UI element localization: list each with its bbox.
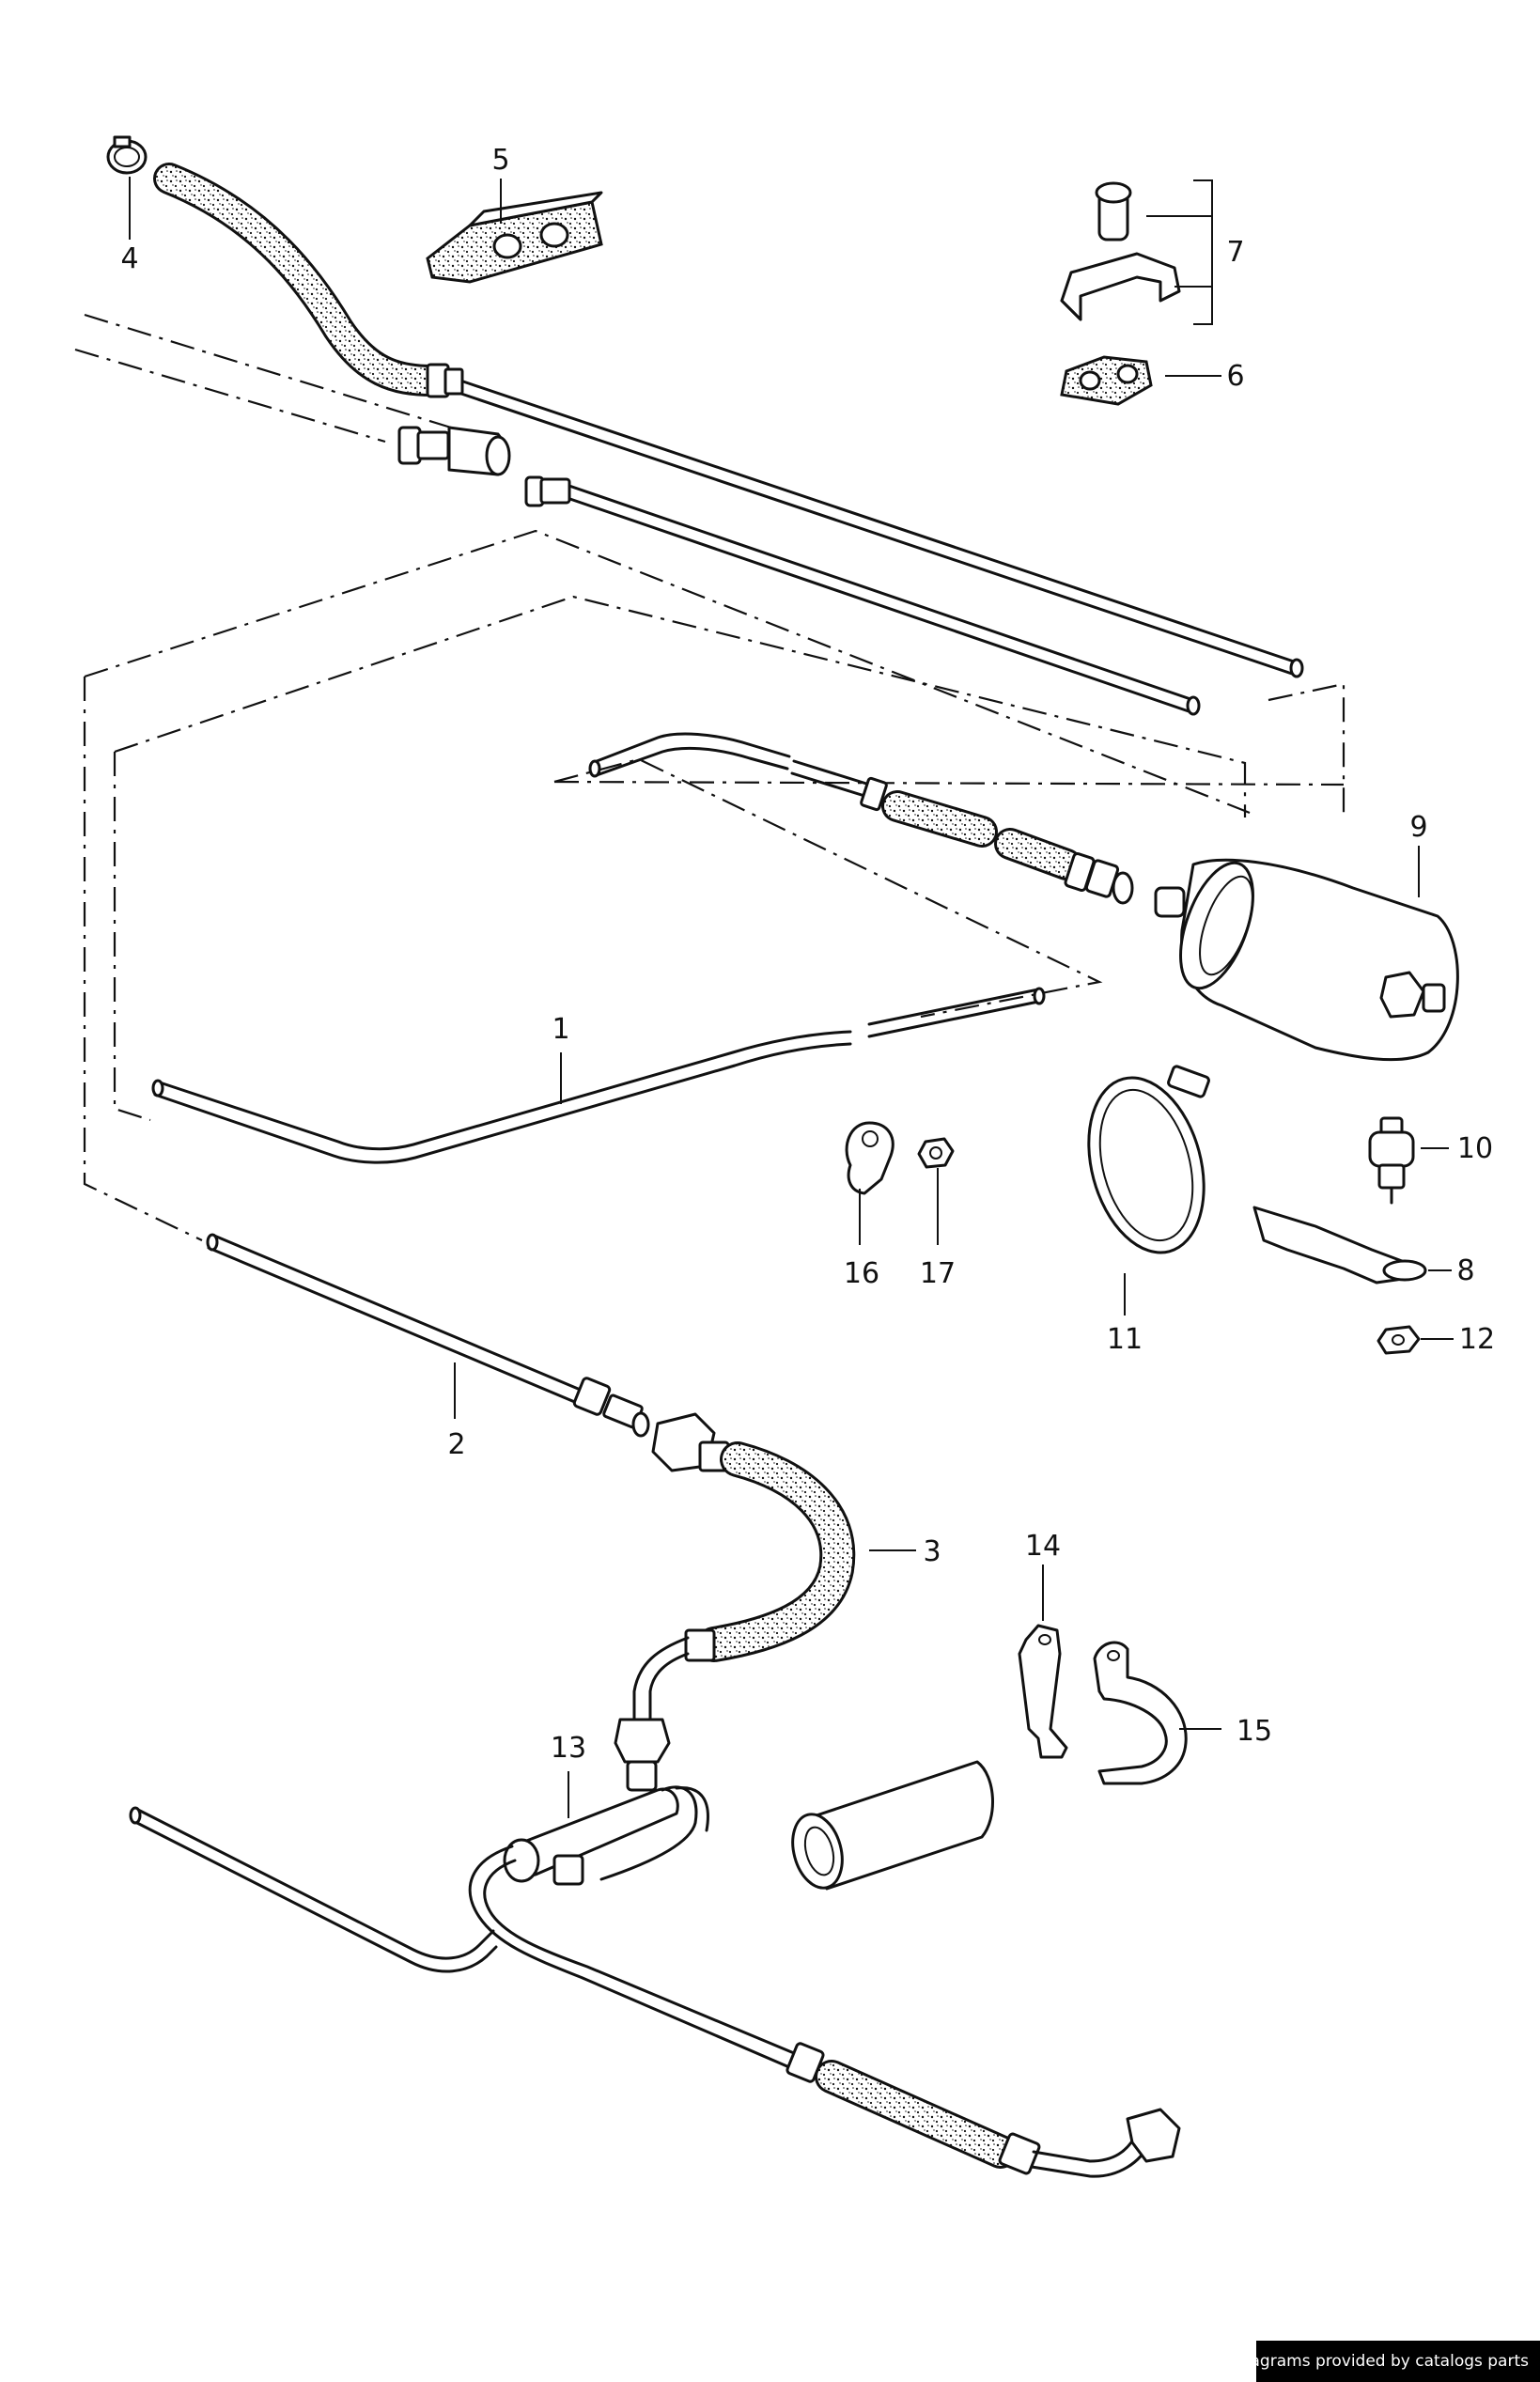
callout-2: 2 (447, 1428, 465, 1461)
bracket-part-15 (1093, 1641, 1188, 1785)
bracket-part-14 (1018, 1624, 1068, 1759)
callout-10: 10 (1457, 1132, 1493, 1165)
lower-return-pipe (129, 1806, 1181, 2178)
callout-17: 17 (920, 1257, 956, 1290)
callout-3: 3 (923, 1535, 941, 1568)
hose-clamp-part-4 (106, 135, 148, 175)
callout-12: 12 (1459, 1323, 1495, 1356)
callout-16: 16 (844, 1257, 879, 1290)
clamp-band-part-11 (1087, 1065, 1210, 1254)
credit-footer: Diagrams provided by catalogs parts (1234, 2341, 1540, 2382)
callout-4: 4 (120, 242, 138, 275)
callout-labels: 1 2 3 4 5 6 7 8 9 10 11 12 13 14 15 16 1… (120, 144, 1495, 1765)
callout-6: 6 (1226, 360, 1244, 393)
union-fittings-mid (397, 426, 571, 507)
callout-11: 11 (1107, 1323, 1143, 1356)
leader-lines (129, 177, 1454, 1818)
credit-text: Diagrams provided by catalogs parts (1233, 2352, 1529, 2371)
dashed-guide-lines (74, 313, 1346, 1241)
fuel-filter-part-9 (1154, 858, 1459, 1062)
upper-fuel-pipes (457, 379, 1304, 716)
stud-part-10 (1368, 1116, 1415, 1205)
callout-9: 9 (1409, 811, 1427, 844)
callout-15: 15 (1237, 1715, 1272, 1748)
callout-1: 1 (552, 1013, 569, 1046)
fuel-hose-part-3 (614, 1412, 856, 1764)
bracket-7-brace (1193, 179, 1213, 325)
fuel-pipe-part-2 (206, 1233, 650, 1438)
damper-part-13 (503, 1760, 709, 1886)
callout-5: 5 (491, 144, 509, 177)
rubber-mount-part-6 (1060, 355, 1153, 406)
nut-part-12 (1377, 1325, 1421, 1355)
hose-sleeve (791, 1760, 994, 1891)
rubber-mount-part-5 (426, 191, 603, 284)
fuel-hose-top (153, 163, 464, 398)
clip-part-16 (845, 1121, 894, 1195)
clamp-bracket-part-7 (1060, 181, 1181, 321)
callout-8: 8 (1456, 1254, 1474, 1287)
callout-7: 7 (1226, 236, 1244, 269)
filter-inlet-hoses (588, 732, 1134, 905)
callout-13: 13 (551, 1732, 586, 1765)
nut-part-17 (917, 1137, 955, 1169)
bracket-part-8 (1252, 1206, 1427, 1284)
callout-14: 14 (1025, 1530, 1061, 1563)
fuel-pipe-part-1 (151, 987, 1046, 1164)
